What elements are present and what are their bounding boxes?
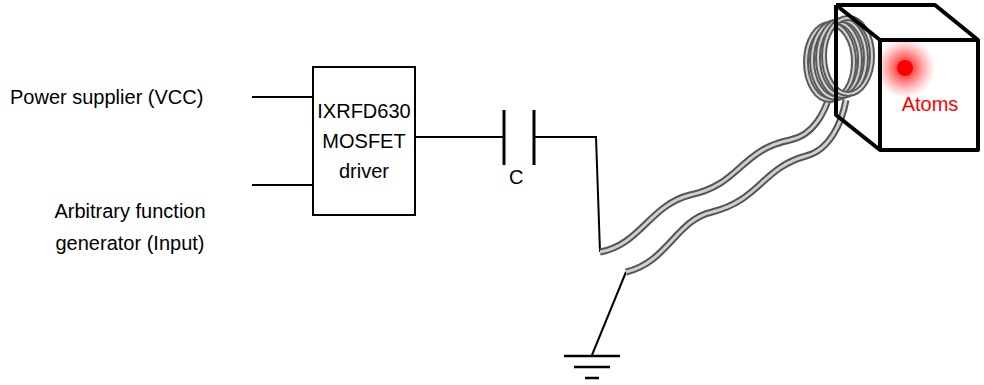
coil-wire [535,137,600,252]
atom-cloud-glow [875,38,935,98]
coil-lead [600,95,830,252]
output-wire [416,136,503,138]
cube-edge [878,40,882,150]
ground-symbol [564,355,620,358]
driver-label: IXRFD630 MOSFET driver [317,96,410,186]
capacitor-label: C [509,164,984,190]
atoms-label: Atoms [886,93,974,116]
atom-cloud [897,60,913,76]
coil [806,18,872,100]
vcc-wire [252,96,312,98]
driver-box: IXRFD630 MOSFET driver [312,66,416,216]
cube-edge [836,5,978,150]
vacuum-cell-outline [832,3,980,153]
input-wire [252,184,312,186]
coil-lead [600,95,830,252]
ground-symbol [574,366,610,369]
ground-symbol [585,377,599,380]
atom-cell: Atoms [832,3,980,153]
coil-lead [626,100,846,272]
power-supply-label: Power supplier (VCC) [10,84,984,110]
cube-edge [836,5,978,40]
function-generator-label: Arbitrary function generator (Input) [14,195,246,259]
coil-lead [626,100,846,272]
ground-wire [592,272,626,355]
capacitor-plate [503,110,506,165]
